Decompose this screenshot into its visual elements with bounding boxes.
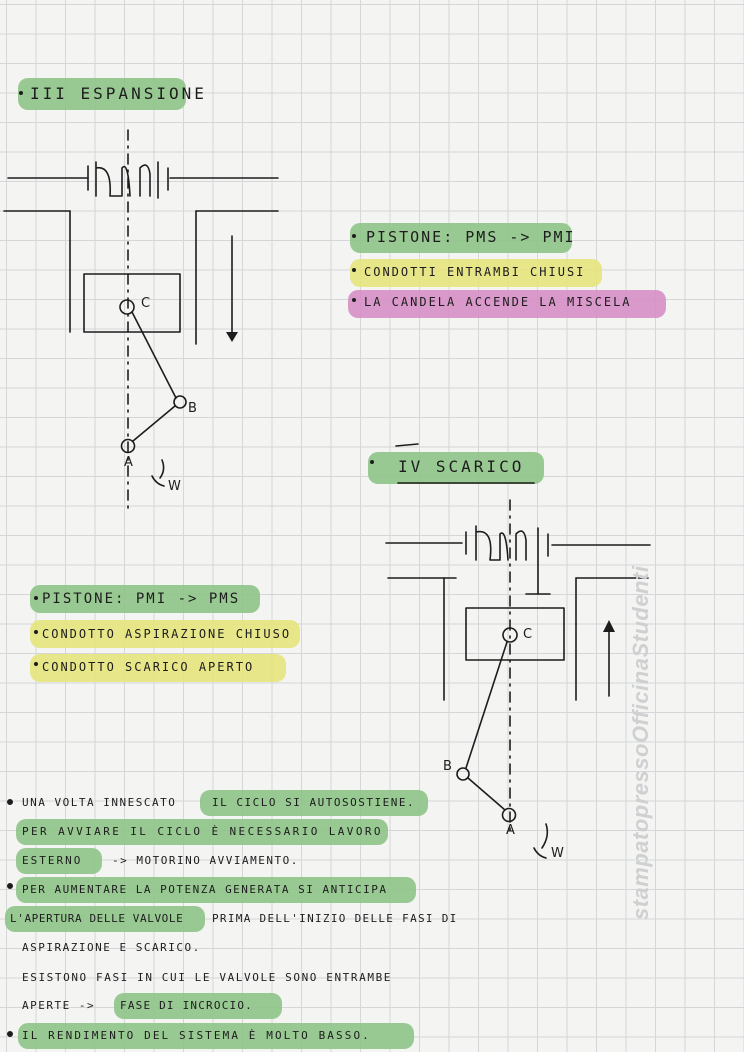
highlight-aumentare: [16, 877, 416, 903]
label-a-espansione: A: [124, 455, 135, 470]
highlight-rendimento: [18, 1023, 414, 1049]
highlight-autosostiene: [200, 790, 428, 816]
highlight-condotti-chiusi: [350, 259, 602, 287]
note-line-3b: -> MOTORINO AVVIAMENTO.: [112, 854, 299, 867]
label-b-espansione: B: [188, 401, 199, 416]
diagram-scarico: [385, 499, 651, 859]
highlight-esterno: [16, 848, 102, 874]
label-w-espansione: W: [168, 479, 183, 494]
bullet-scarico-aperto: CONDOTTO SCARICO APERTO: [42, 660, 255, 674]
note-line-3a: ESTERNO: [22, 854, 83, 867]
highlight-scarico-aperto: [30, 654, 286, 682]
diagram-espansione: [3, 129, 279, 513]
highlight-aspirazione-chiuso: [30, 620, 300, 648]
note-line-1a: UNA VOLTA INNESCATO: [22, 796, 177, 809]
title-scarico: IV SCARICO: [398, 457, 525, 476]
note-line-4: PER AUMENTARE LA POTENZA GENERATA SI ANT…: [22, 883, 388, 896]
note-line-5a: L'APERTURA DELLE VALVOLE: [10, 912, 184, 925]
note-line-1b: IL CICLO SI AUTOSOSTIENE.: [212, 796, 416, 809]
title-espansione: III ESPANSIONE: [30, 84, 207, 103]
bullet-candela: LA CANDELA ACCENDE LA MISCELA: [364, 295, 632, 309]
highlight-pmi-pms: [30, 585, 260, 613]
label-c-espansione: C: [141, 296, 153, 311]
label-c-scarico: C: [523, 627, 535, 642]
highlight-incrocio: [114, 993, 282, 1019]
label-w-scarico: W: [551, 846, 566, 861]
note-line-5b: PRIMA DELL'INIZIO DELLE FASI DI: [212, 912, 458, 925]
bullet-pms-pmi: PISTONE: PMS -> PMI: [366, 228, 576, 246]
highlight-candela: [348, 290, 666, 318]
highlight-title-scarico: [368, 452, 544, 484]
bullet-pmi-pms: PISTONE: PMI -> PMS: [42, 591, 241, 607]
highlight-pms-pmi: [350, 223, 572, 253]
note-line-6: ASPIRAZIONE E SCARICO.: [22, 941, 201, 954]
note-line-8a: APERTE ->: [22, 999, 96, 1012]
note-line-7: ESISTONO FASI IN CUI LE VALVOLE SONO ENT…: [22, 971, 393, 984]
highlight-per-avviare: [16, 819, 388, 845]
bullet-condotti-chiusi: CONDOTTI ENTRAMBI CHIUSI: [364, 265, 586, 279]
note-line-8b: FASE DI INCROCIO.: [120, 999, 253, 1012]
note-line-9: IL RENDIMENTO DEL SISTEMA È MOLTO BASSO.: [22, 1029, 371, 1042]
bullet-aspirazione-chiuso: CONDOTTO ASPIRAZIONE CHIUSO: [42, 627, 292, 641]
note-line-2: PER AVVIARE IL CICLO È NECESSARIO LAVORO: [22, 825, 383, 838]
label-b-scarico: B: [443, 759, 454, 774]
label-a-scarico: A: [506, 823, 517, 838]
watermark: stampatopressoOfficinaStudenti: [628, 565, 653, 920]
highlight-title-espansione: [18, 78, 186, 110]
highlight-apertura: [5, 906, 205, 932]
